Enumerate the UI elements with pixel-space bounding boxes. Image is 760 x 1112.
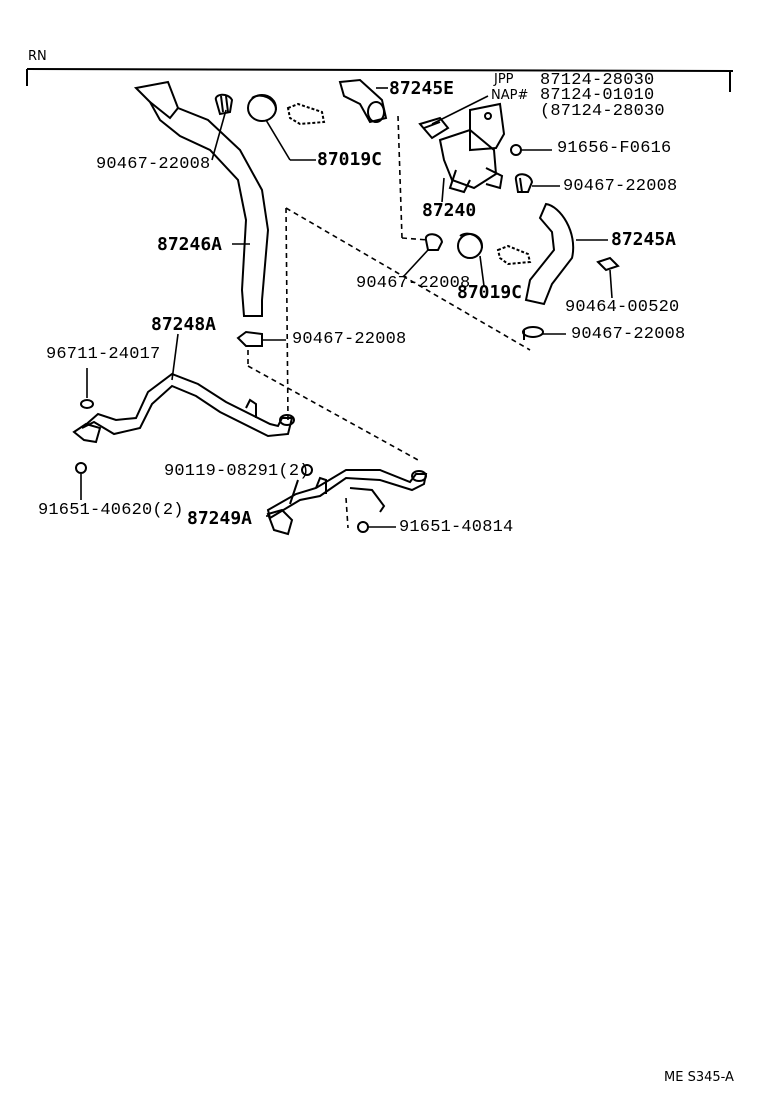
part-label-90467-left-top: 90467-22008: [96, 155, 211, 174]
part-label-87019C-top: 87019C: [317, 149, 383, 170]
washer-96711: [80, 399, 94, 409]
part-label-90467-right-top: 90467-22008: [563, 177, 678, 196]
clamp-90467-left-mid: [236, 330, 263, 347]
clamp-90467-right-top: [514, 173, 534, 193]
part-label-87248A: 87248A: [151, 314, 217, 335]
part-label-91656: 91656-F0616: [557, 139, 672, 158]
fitting-top: [286, 102, 326, 126]
pipe-87248A: [72, 372, 295, 444]
hose-87245A: [524, 202, 575, 306]
grommet-87019C-top: [247, 94, 277, 122]
part-label-90467-left-mid: 90467-22008: [292, 330, 407, 349]
part-label-87019C-mid: 87019C: [457, 282, 523, 303]
part-label-87124-01010: 87124-01010: [540, 86, 655, 105]
part-label-91651-40814: 91651-40814: [399, 518, 514, 537]
part-label-91651-40620: 91651-40620(2): [38, 501, 184, 520]
header-rule: [26, 68, 734, 92]
diagram-code: ME S345-A: [664, 1070, 734, 1085]
part-label-96711: 96711-24017: [46, 345, 161, 364]
part-label-87124-28030-alt: (87124-28030: [540, 102, 665, 121]
leader-lines: [80, 87, 613, 528]
part-label-90467-right-mid: 90467-22008: [571, 325, 686, 344]
hose-87246A: [133, 80, 270, 317]
part-label-87249A: 87249A: [187, 508, 253, 529]
market-tag-nap: NAP#: [491, 88, 529, 103]
part-label-87246A: 87246A: [157, 234, 223, 255]
dashed-connectors: [247, 115, 531, 529]
clip-90464: [596, 256, 620, 272]
part-label-87245E: 87245E: [389, 78, 455, 99]
pipe-87249A: [266, 469, 428, 536]
part-label-90467-mid: 90467-22008: [356, 274, 471, 293]
grommet-87019C-mid: [457, 232, 483, 259]
bolt-91651-40620: [75, 462, 87, 474]
clamp-90467-right-mid: [522, 326, 544, 340]
market-tag-jpp: JPP: [494, 72, 514, 87]
part-label-87245A: 87245A: [611, 229, 677, 250]
bolt-90119: [289, 464, 313, 505]
bolt-91656: [510, 144, 522, 156]
part-label-90464: 90464-00520: [565, 298, 680, 317]
fitting-mid: [496, 244, 532, 266]
part-label-87124-28030: 87124-28030: [540, 71, 655, 90]
part-label-90119: 90119-08291(2): [164, 462, 310, 481]
region-label: RN: [28, 49, 47, 64]
clamp-90467-mid: [424, 233, 444, 251]
bolt-91651-40814: [357, 521, 369, 533]
hose-87245E: [338, 78, 388, 124]
part-label-87240: 87240: [422, 200, 477, 221]
water-valve-87240: [418, 102, 506, 194]
clamp-90467-top-left: [214, 93, 234, 116]
